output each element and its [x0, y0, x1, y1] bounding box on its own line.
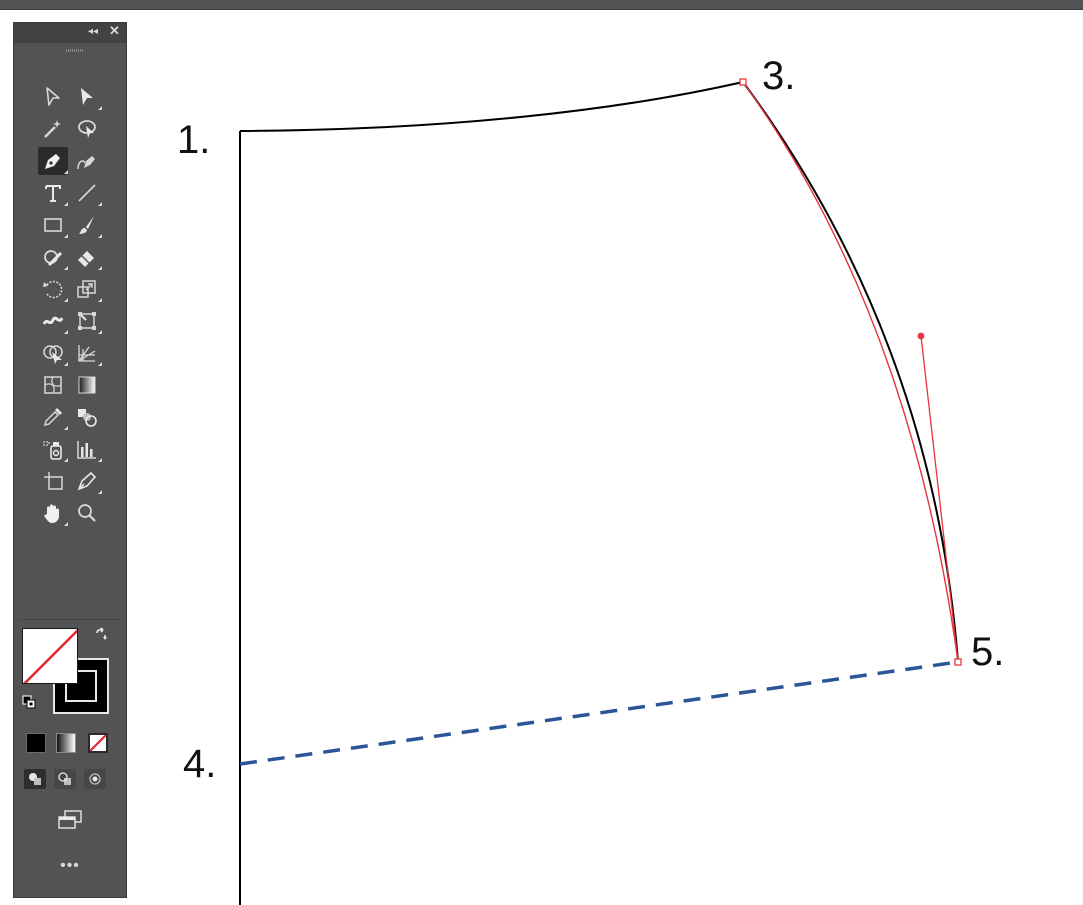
artboard-tool[interactable] — [38, 467, 68, 495]
point-label-3: 3. — [762, 54, 796, 98]
shape-builder-icon — [43, 345, 63, 364]
eyedropper-icon — [43, 408, 62, 427]
mesh-icon — [44, 376, 62, 394]
selection-tool[interactable] — [38, 83, 68, 111]
pen-icon — [45, 154, 60, 169]
eyedropper-tool[interactable] — [38, 403, 68, 431]
tools-panel: ◂◂ ✕ — [13, 22, 127, 898]
column-graph-icon — [77, 441, 96, 459]
rectangle-icon — [44, 218, 62, 232]
curvature-icon — [77, 156, 95, 170]
eraser-tool[interactable] — [72, 243, 102, 271]
type-tool[interactable] — [38, 179, 68, 207]
screen-mode-button[interactable] — [54, 807, 86, 833]
top-curve-path — [239, 81, 744, 132]
collapse-panel-icon[interactable]: ◂◂ — [88, 26, 99, 37]
magic-wand-icon — [44, 120, 61, 138]
none-slash-icon — [23, 629, 77, 683]
direct-selection-arrow-icon — [81, 88, 93, 105]
anchor-point-3[interactable] — [739, 78, 747, 86]
mesh-tool[interactable] — [38, 371, 68, 399]
draw-inside-icon — [89, 773, 101, 785]
perspective-grid-icon — [78, 345, 96, 362]
zoom-tool[interactable] — [72, 499, 102, 527]
top-bar-divider — [0, 9, 1083, 10]
width-tool[interactable] — [38, 307, 68, 335]
toolbar-separator — [20, 619, 120, 620]
stroke-swatch-inner — [65, 670, 97, 702]
free-transform-icon — [78, 312, 96, 330]
curvature-tool[interactable] — [72, 147, 102, 175]
shape-builder-tool[interactable] — [38, 339, 68, 367]
slice-tool[interactable] — [72, 467, 102, 495]
free-transform-tool[interactable] — [72, 307, 102, 335]
hand-icon — [44, 504, 59, 523]
gradient-tool[interactable] — [72, 371, 102, 399]
scale-tool[interactable] — [72, 275, 102, 303]
default-fill-stroke-icon[interactable] — [22, 695, 36, 709]
tools-panel-header[interactable]: ◂◂ ✕ — [14, 23, 126, 43]
point-label-4: 4. — [183, 742, 217, 786]
dashed-guide-line — [239, 660, 959, 766]
fill-color-swatch[interactable] — [22, 628, 78, 684]
rotate-tool[interactable] — [38, 275, 68, 303]
direct-selection-tool[interactable] — [72, 83, 102, 111]
type-icon — [45, 185, 61, 202]
screen-mode-icon — [58, 810, 82, 829]
swap-fill-stroke-icon[interactable] — [94, 627, 108, 641]
shaper-icon — [44, 250, 63, 267]
slice-icon — [77, 471, 97, 491]
gradient-icon — [78, 376, 96, 394]
paintbrush-icon — [79, 216, 94, 234]
shaper-tool[interactable] — [38, 243, 68, 271]
side-curve-path — [742, 81, 959, 663]
edit-toolbar-button[interactable]: ••• — [60, 857, 80, 874]
gradient-mode-button[interactable] — [56, 733, 76, 753]
symbol-sprayer-tool[interactable] — [38, 435, 68, 463]
bezier-handle-point[interactable] — [917, 332, 925, 340]
width-icon — [42, 316, 64, 325]
rotate-icon — [43, 280, 63, 299]
close-panel-icon[interactable]: ✕ — [109, 23, 120, 38]
scale-icon — [77, 280, 96, 298]
application-top-bar — [0, 0, 1083, 9]
eraser-icon — [78, 251, 94, 267]
column-graph-tool[interactable] — [72, 435, 102, 463]
draw-inside-button[interactable] — [84, 769, 106, 789]
none-mode-button[interactable] — [88, 733, 108, 753]
blend-tool[interactable] — [72, 403, 102, 431]
anchor-point-5[interactable] — [954, 658, 962, 666]
blend-icon — [78, 409, 97, 427]
perspective-grid-tool[interactable] — [72, 339, 102, 367]
color-mode-button[interactable] — [26, 733, 46, 753]
rectangle-tool[interactable] — [38, 211, 68, 239]
zoom-icon — [78, 504, 96, 522]
line-segment-icon — [78, 184, 96, 202]
hand-tool[interactable] — [38, 499, 68, 527]
paintbrush-tool[interactable] — [72, 211, 102, 239]
pen-tool[interactable] — [38, 147, 68, 175]
lasso-tool[interactable] — [72, 115, 102, 143]
draw-behind-icon — [58, 772, 71, 785]
line-segment-tool[interactable] — [72, 179, 102, 207]
draw-normal-icon — [29, 773, 41, 785]
draw-normal-button[interactable] — [24, 769, 46, 789]
none-mode-icon — [89, 734, 107, 752]
point-label-1: 1. — [177, 118, 211, 162]
draw-behind-button[interactable] — [54, 769, 76, 789]
lasso-icon — [78, 120, 96, 138]
bezier-handle-line — [920, 335, 959, 663]
symbol-sprayer-icon — [43, 441, 62, 460]
selection-arrow-icon — [46, 87, 60, 106]
magic-wand-tool[interactable] — [38, 115, 68, 143]
point-label-5: 5. — [971, 630, 1005, 674]
panel-grip-handle[interactable] — [66, 49, 84, 52]
artboard-icon — [44, 472, 63, 490]
selected-segment-path[interactable] — [742, 81, 959, 663]
